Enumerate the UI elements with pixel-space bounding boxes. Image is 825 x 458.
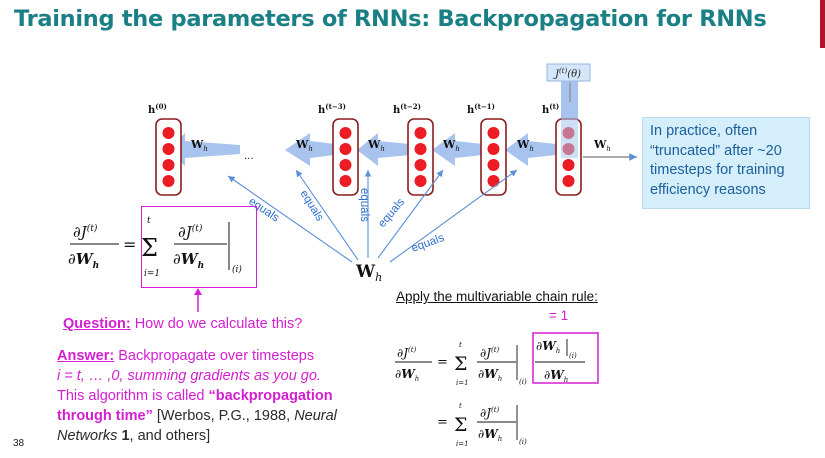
svg-text:∂J(t): ∂J(t) <box>480 346 500 360</box>
weight-label-3: Wh <box>442 138 460 153</box>
svg-text:i=1: i=1 <box>456 440 469 448</box>
chain-rule-box <box>532 332 599 384</box>
hidden-label-t1: h(t−1) <box>467 102 495 116</box>
svg-text:=: = <box>123 235 136 254</box>
backprop-arrow-2-head <box>357 133 378 166</box>
backprop-arrow-2 <box>378 141 410 158</box>
question-body: How do we calculate this? <box>130 316 303 332</box>
page-number: 38 <box>13 438 25 449</box>
svg-text:i=1: i=1 <box>144 269 160 279</box>
answer-line2: i = t, … ,0, summing gradients as you go… <box>57 368 321 384</box>
weight-label-0: Wh <box>190 138 208 153</box>
weight-label-2: Wh <box>367 138 385 153</box>
answer-cite-vol: 1 <box>117 428 130 444</box>
answer-label: Answer: <box>57 348 115 364</box>
equals-line-0 <box>227 175 353 263</box>
backprop-arrow-4-head <box>505 133 528 166</box>
slide-title: Training the parameters of RNNs: Backpro… <box>14 6 767 32</box>
backprop-arrow-3 <box>455 141 483 158</box>
equals-line-4 <box>389 169 518 263</box>
answer-text: Answer: Backpropagate over timesteps i =… <box>57 346 387 446</box>
backprop-arrow-1-head <box>285 133 310 166</box>
backprop-arrow-4 <box>528 141 556 158</box>
equals-text-1: equals <box>297 188 325 223</box>
equals-text-2: equals <box>358 188 370 222</box>
svg-text:∂Wh: ∂Wh <box>536 339 560 355</box>
hidden-cell-0 <box>155 118 182 196</box>
hidden-cells <box>155 110 582 196</box>
svg-text:Σ: Σ <box>141 234 158 262</box>
loss-arrow-overlay <box>561 110 578 158</box>
svg-text:∂Wh: ∂Wh <box>478 427 502 443</box>
weight-label-4: Wh <box>516 138 534 153</box>
hidden-label-0: h(0) <box>148 102 167 116</box>
chain-rule-title: Apply the multivariable chain rule: <box>396 289 598 304</box>
gradient-sum-equation: ∂J(t) ∂Wh = t Σ i=1 ∂J(t) ∂Wh (i) <box>68 216 242 279</box>
svg-text:∂Wh: ∂Wh <box>395 367 419 383</box>
svg-text:(i): (i) <box>232 264 242 275</box>
svg-text:∂Wh: ∂Wh <box>544 368 568 384</box>
hidden-cell-t1 <box>480 118 507 196</box>
answer-cite2: , and others] <box>129 428 211 444</box>
answer-bptt: “backpropagation through time” <box>57 388 333 424</box>
weight-label-1: Wh <box>295 138 313 153</box>
svg-text:t: t <box>147 216 151 226</box>
equals-line-3 <box>377 169 444 259</box>
equals-text-4: equals <box>410 232 446 255</box>
hidden-cell-t2 <box>407 118 434 196</box>
svg-text:t: t <box>459 402 462 410</box>
equals-line-1 <box>295 169 359 261</box>
backprop-arrow-3-head <box>432 133 455 166</box>
hidden-label-t2: h(t−2) <box>393 102 421 116</box>
svg-text:∂J(t): ∂J(t) <box>73 223 98 241</box>
gradient-highlight-box <box>141 206 257 288</box>
svg-text:(i): (i) <box>519 438 527 446</box>
shared-weight-label: Wh <box>355 262 382 284</box>
loss-label: J(t)(θ) <box>553 67 581 80</box>
hidden-label-t3: h(t−3) <box>318 102 346 116</box>
svg-text:∂J(t): ∂J(t) <box>480 406 500 420</box>
answer-cite-journal: Neural Networks <box>57 408 337 444</box>
ellipsis: ... <box>244 151 254 162</box>
svg-text:∂Wh: ∂Wh <box>478 367 502 383</box>
svg-text:i=1: i=1 <box>456 379 469 387</box>
svg-text:=: = <box>437 355 448 370</box>
question-text: Question: How do we calculate this? <box>63 316 302 332</box>
answer-line3: This algorithm is called <box>57 388 209 404</box>
callout-text: In practice, often “truncated” after ~20… <box>650 123 785 198</box>
truncation-callout: In practice, often “truncated” after ~20… <box>642 117 810 209</box>
svg-text:Σ: Σ <box>454 353 467 375</box>
weight-label-5: Wh <box>593 138 611 153</box>
chain-rule-equation: ∂J(t) ∂Wh = t Σ i=1 ∂J(t) ∂Wh (i) ∂Wh (i… <box>395 332 599 448</box>
hidden-cell-t3 <box>332 118 359 196</box>
backprop-arrows <box>168 80 578 166</box>
svg-text:∂Wh: ∂Wh <box>173 250 204 271</box>
svg-text:∂J(t): ∂J(t) <box>397 346 417 360</box>
hidden-label-t: h(t) <box>542 102 559 116</box>
corner-accent-bar <box>820 0 825 48</box>
svg-text:t: t <box>459 341 462 349</box>
svg-text:(i): (i) <box>569 352 577 360</box>
answer-cite1: [Werbos, P.G., 1988, <box>152 408 295 424</box>
svg-text:∂Wh: ∂Wh <box>68 250 99 271</box>
backprop-arrow-1 <box>310 141 335 158</box>
svg-text:Σ: Σ <box>454 414 467 436</box>
equals-one-label: = 1 <box>549 308 569 323</box>
answer-line1: Backpropagate over timesteps <box>114 348 315 364</box>
backprop-arrow-0 <box>185 141 240 158</box>
svg-text:=: = <box>437 415 448 430</box>
question-label: Question: <box>63 316 131 332</box>
svg-text:(i): (i) <box>519 378 527 386</box>
loss-box <box>546 63 591 82</box>
